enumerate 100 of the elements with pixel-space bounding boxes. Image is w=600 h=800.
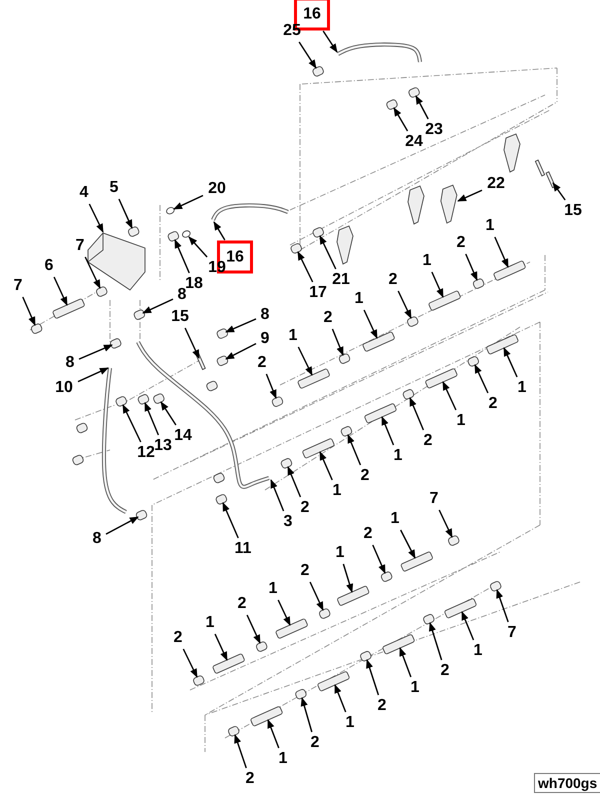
callout-number: 1	[410, 679, 420, 697]
leader-line	[122, 404, 142, 442]
callout-number: 1	[392, 447, 404, 465]
leader-line	[431, 272, 444, 298]
callout-number: 2	[244, 770, 256, 788]
leader-line	[173, 194, 204, 210]
leader-line	[496, 589, 509, 622]
tee-fitting-part	[380, 570, 394, 583]
callout-number: 1	[472, 642, 484, 660]
callout-number: 1	[334, 544, 346, 562]
fitting-part	[318, 608, 332, 620]
bracket-part	[88, 232, 146, 291]
leader-line	[160, 401, 176, 426]
leader-line	[144, 402, 160, 436]
leader-line	[319, 235, 336, 270]
fitting-part	[132, 308, 146, 321]
fitting-part	[127, 226, 140, 238]
leader-line	[347, 434, 362, 466]
leader-line	[322, 30, 338, 53]
leader-line	[84, 256, 101, 289]
callout-number: 2	[422, 432, 434, 450]
leader-line	[438, 510, 453, 538]
leader-line	[266, 374, 277, 399]
leader-line	[78, 344, 113, 360]
callout-number: 12	[136, 444, 156, 462]
callout-number: 17	[308, 284, 328, 302]
nipple-part	[424, 368, 458, 389]
callout-number: 15	[170, 308, 190, 326]
leader-line	[494, 236, 509, 268]
leader-line	[366, 659, 380, 696]
callout-number: 2	[376, 697, 388, 715]
callout-number: 2	[300, 562, 310, 580]
callout-number: 15	[563, 202, 583, 220]
leader-line	[298, 42, 317, 69]
callout-number: 1	[204, 614, 216, 632]
leader-line	[22, 296, 36, 326]
nipple-part	[316, 670, 350, 692]
fitting-part	[466, 355, 480, 368]
leader-line	[246, 614, 261, 644]
callout-number: 2	[440, 662, 450, 680]
fitting-part	[227, 725, 240, 738]
fitting-part	[359, 650, 372, 662]
clip-part	[214, 493, 228, 506]
leader-line	[334, 684, 346, 712]
callout-number: 1	[288, 327, 298, 345]
leader-line	[234, 734, 247, 768]
fitting-part	[280, 457, 294, 470]
leader-line	[415, 95, 429, 120]
leader-line	[278, 600, 291, 626]
leader-line	[381, 416, 394, 446]
leader-line	[182, 648, 198, 678]
leader-line	[428, 622, 442, 660]
callout-number: 7	[428, 490, 440, 508]
figure-id: wh700gs	[534, 773, 600, 793]
fitting-part	[294, 688, 308, 700]
callout-number: 8	[64, 354, 76, 372]
callout-number: 1	[390, 510, 400, 528]
leader-line	[142, 298, 174, 314]
callout-number: 2	[456, 234, 466, 252]
leader-line	[457, 190, 482, 202]
leader-line	[461, 611, 474, 640]
leader-line	[298, 346, 313, 376]
leader-line	[53, 276, 68, 306]
callout-number: 1	[268, 580, 278, 598]
tee-fitting-part	[406, 316, 420, 328]
callout-number: 21	[331, 271, 351, 289]
leader-line	[409, 397, 424, 430]
leader-line	[270, 479, 284, 512]
elbow-part	[447, 534, 460, 547]
leader-line	[213, 221, 226, 240]
fitting-part	[402, 388, 416, 400]
nipple-part	[212, 653, 246, 674]
elbow-part	[408, 86, 421, 99]
bolt-part	[546, 171, 556, 188]
callout-number: 4	[78, 184, 90, 202]
callout-number: 23	[424, 121, 444, 139]
callout-number: 24	[404, 133, 424, 151]
callout-number: 1	[354, 290, 364, 308]
lever-part	[440, 184, 458, 224]
leader-line	[297, 251, 314, 282]
callout-number: 7	[12, 277, 24, 295]
leader-line	[174, 239, 190, 274]
callout-number: 2	[360, 467, 370, 485]
callout-number: 7	[506, 624, 518, 642]
tee-fitting-part	[338, 352, 352, 365]
leader-line	[400, 530, 416, 559]
callout-number: 10	[54, 379, 74, 397]
leader-line	[399, 647, 412, 678]
callout-number: 2	[300, 499, 310, 517]
callout-number: 5	[108, 179, 120, 197]
callout-number: 2	[488, 395, 498, 413]
leader-line	[214, 634, 228, 661]
callout-number: 9	[260, 330, 270, 348]
clip-part	[71, 454, 85, 466]
callout-number: 20	[207, 180, 227, 198]
callout-number: 8	[176, 286, 188, 304]
callout-number: 2	[256, 354, 268, 372]
callout-number: 1	[332, 482, 342, 500]
elbow-part	[290, 242, 303, 254]
fitting-part	[422, 613, 436, 626]
